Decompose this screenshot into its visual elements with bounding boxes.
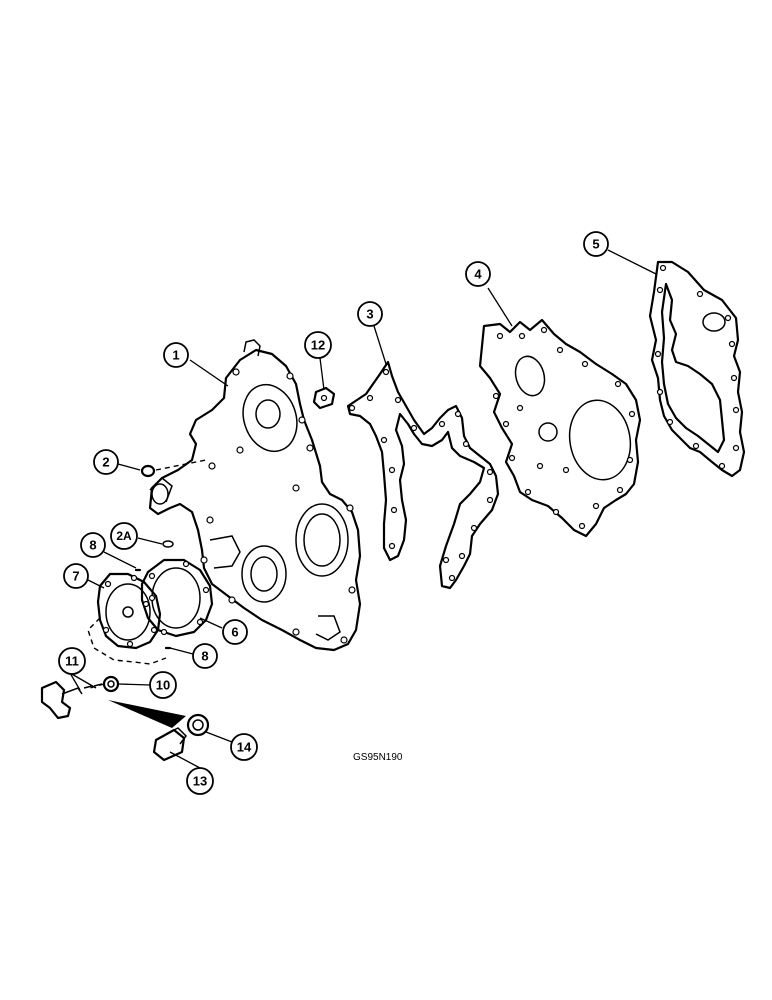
callout-2a-label: 2A	[116, 529, 132, 543]
part-1-timing-cover	[148, 339, 362, 652]
part-2-plug	[140, 459, 207, 478]
part-12-clip	[312, 386, 336, 410]
part-5-gasket	[648, 260, 746, 478]
callout-8-bottom-label: 8	[201, 649, 208, 664]
callout-11: 11	[58, 647, 97, 691]
callout-14-label: 14	[237, 740, 252, 755]
callout-6-label: 6	[231, 625, 238, 640]
callout-7-label: 7	[72, 569, 79, 584]
callout-7: 7	[63, 563, 105, 589]
explode-arrow	[108, 700, 186, 728]
callout-5-label: 5	[592, 237, 599, 252]
part-14-seal-ring	[186, 713, 210, 737]
callout-12-label: 12	[311, 338, 325, 353]
callout-3-label: 3	[366, 307, 373, 322]
callout-8-top: 8	[80, 532, 137, 569]
callout-4-label: 4	[474, 267, 482, 282]
reference-code: GS95N190	[353, 752, 403, 763]
callout-8-top-label: 8	[89, 538, 96, 553]
callout-2a: 2A	[110, 522, 163, 550]
callout-3: 3	[357, 301, 387, 365]
callout-12: 12	[304, 331, 332, 391]
callout-5: 5	[583, 231, 657, 275]
part-4-spacer-plate	[478, 318, 642, 538]
callout-6: 6	[199, 617, 248, 645]
callout-10-label: 10	[156, 678, 170, 693]
callout-13: 13	[169, 751, 214, 795]
part-2a-oring	[162, 540, 174, 548]
callout-10: 10	[117, 671, 177, 699]
part-7-cover-plate	[87, 572, 167, 665]
callout-13-label: 13	[193, 774, 207, 789]
callout-14: 14	[205, 731, 258, 761]
callout-4: 4	[465, 261, 513, 327]
callout-8-bottom: 8	[169, 643, 218, 669]
callout-1-label: 1	[172, 348, 179, 363]
callout-2: 2	[93, 449, 141, 475]
part-3-gasket	[346, 360, 500, 590]
part-13-plug	[152, 727, 187, 762]
callout-2-label: 2	[102, 455, 109, 470]
callout-11-label: 11	[65, 654, 79, 669]
part-10-washer	[89, 675, 120, 693]
callout-1: 1	[163, 342, 229, 387]
